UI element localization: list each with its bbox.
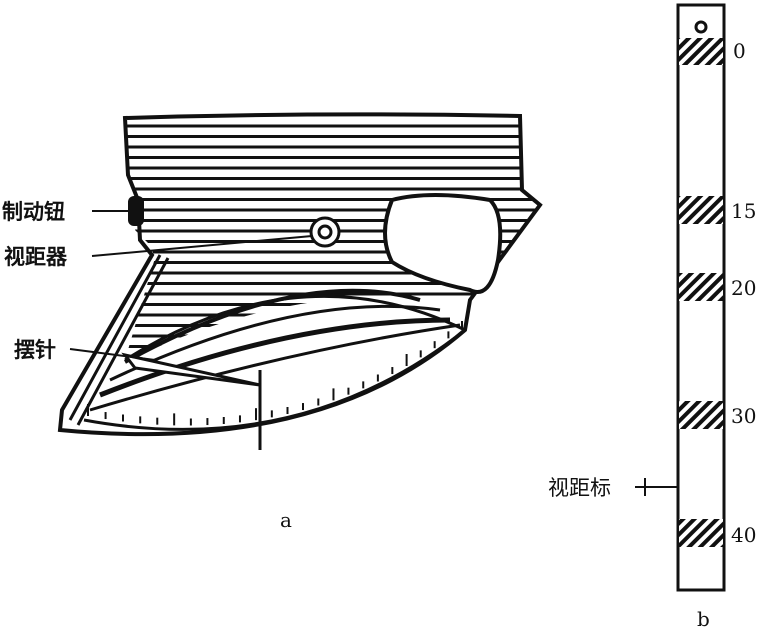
pendulum-needle	[121, 352, 261, 387]
rod-mark-20	[679, 273, 723, 301]
mark-label: 30	[731, 404, 756, 428]
brake-knob-icon	[128, 196, 144, 226]
mark-label: 40	[731, 523, 756, 547]
stadia-rod	[676, 3, 726, 592]
scale-ticks	[87, 321, 463, 426]
rod-mark-15	[679, 196, 723, 224]
scale-arc	[83, 288, 466, 450]
pendulum-needle-label: 摆针	[14, 338, 56, 362]
mark-label: 15	[731, 199, 756, 223]
sight-window	[383, 193, 503, 294]
stadia-rod-label: 视距标	[548, 476, 611, 500]
stadia-device-label: 视距器	[4, 245, 68, 269]
rod-mark-30	[679, 401, 723, 429]
brake-knob-label: 制动钮	[2, 200, 65, 224]
mark-label: 20	[731, 276, 756, 300]
caption-b: b	[697, 607, 710, 631]
clinometer-body	[57, 112, 543, 450]
rod-mark-40	[679, 519, 723, 547]
rod-mark-0	[679, 38, 723, 65]
caption-a: a	[280, 508, 292, 532]
mark-label: 0	[733, 39, 746, 63]
